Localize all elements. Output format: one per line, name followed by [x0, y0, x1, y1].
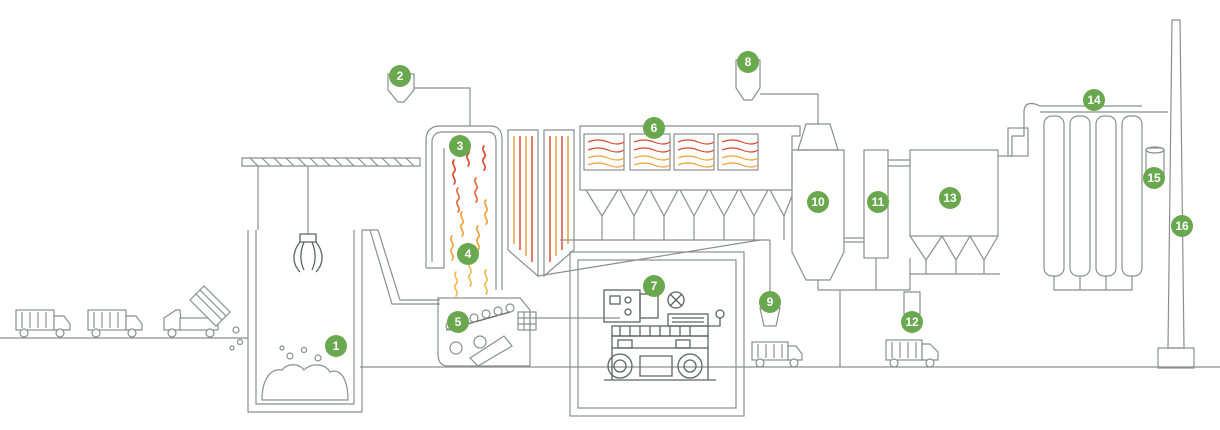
- callout-15-label: 15: [1147, 171, 1161, 185]
- callout-13-label: 13: [943, 191, 957, 205]
- callout-6: 6: [643, 117, 665, 139]
- callout-7-label: 7: [651, 279, 658, 293]
- callout-3: 3: [449, 135, 471, 157]
- ash-truck: [751, 341, 803, 368]
- callout-15: 15: [1143, 167, 1165, 189]
- callout-4-label: 4: [465, 247, 472, 261]
- ground: [0, 337, 1220, 368]
- callout-8: 8: [737, 51, 759, 73]
- callout-14-label: 14: [1087, 93, 1101, 107]
- garbage-truck-1: [15, 309, 71, 338]
- turbine-hall: [569, 251, 745, 417]
- filter-column: [844, 149, 910, 290]
- callout-4: 4: [457, 243, 479, 265]
- callout-2: 2: [389, 65, 411, 87]
- boiler: [425, 125, 503, 290]
- tipping-truck: [163, 285, 244, 351]
- garbage-truck-2: [87, 309, 143, 338]
- callout-13: 13: [939, 187, 961, 209]
- callouts: 1 2 3 4 5 6 7 8 9 10 11 12 13 14 15 16: [325, 51, 1193, 357]
- callout-6-label: 6: [651, 121, 658, 135]
- callout-3-label: 3: [457, 139, 464, 153]
- grate: [437, 297, 620, 367]
- second-pass: [507, 129, 575, 278]
- callout-16: 16: [1171, 215, 1193, 237]
- crane: [241, 157, 421, 273]
- callout-5: 5: [447, 311, 469, 333]
- heat-exchanger: [579, 125, 801, 240]
- callout-11-label: 11: [872, 195, 885, 209]
- callout-5-label: 5: [455, 315, 462, 329]
- callout-11: 11: [867, 191, 889, 213]
- callout-1-label: 1: [333, 339, 340, 353]
- callout-7: 7: [643, 275, 665, 297]
- callout-9: 9: [759, 291, 781, 313]
- callout-1: 1: [325, 335, 347, 357]
- bag-filter: [876, 102, 1041, 291]
- callout-16-label: 16: [1175, 219, 1189, 233]
- reactor-tower: [791, 123, 876, 367]
- flames: [450, 141, 488, 297]
- scrubber-columns: [1040, 105, 1168, 291]
- callout-8-label: 8: [745, 55, 752, 69]
- turbine-generator: [603, 289, 725, 381]
- additive-silo: [735, 59, 819, 124]
- reagent-silo: [387, 73, 471, 126]
- callout-10-label: 10: [811, 195, 825, 209]
- callout-14: 14: [1083, 89, 1105, 111]
- callout-12-label: 12: [905, 315, 919, 329]
- callout-2-label: 2: [397, 69, 404, 83]
- callout-12: 12: [901, 311, 923, 333]
- callout-10: 10: [807, 191, 829, 213]
- residue-truck: [885, 339, 939, 368]
- waste-bunker: [247, 230, 363, 413]
- callout-9-label: 9: [767, 295, 774, 309]
- stack: [1157, 19, 1195, 369]
